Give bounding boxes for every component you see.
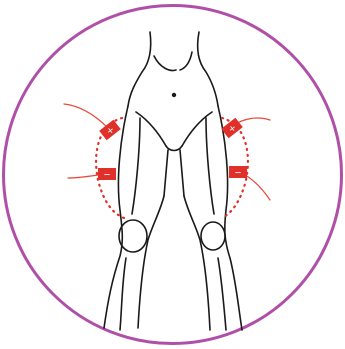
navel	[172, 93, 176, 97]
electrode-right-lower: −	[229, 166, 247, 179]
left-leg-inner	[138, 196, 164, 328]
electrode-wires	[64, 104, 270, 200]
right-knee	[201, 222, 225, 250]
right-leg-inner	[184, 196, 210, 330]
right-shin-line	[218, 258, 226, 330]
right-thigh-line	[206, 118, 214, 214]
right-leg-outer	[218, 106, 242, 330]
body-outline	[104, 32, 242, 330]
groin-line-right	[180, 150, 184, 196]
left-knee	[119, 220, 147, 252]
pelvis-right	[182, 112, 212, 146]
left-shin-line	[120, 258, 126, 330]
left-thigh-line	[132, 118, 140, 214]
torso-right-contour	[198, 32, 218, 106]
electrode-left-lower-sign: −	[103, 171, 111, 181]
electrode-left-lower: −	[98, 168, 116, 181]
torso-left-contour	[128, 32, 151, 106]
groin-line-left	[164, 150, 168, 196]
wire-left-upper	[64, 104, 108, 128]
torso-fold-right	[180, 52, 192, 70]
torso-fold-left	[154, 56, 176, 70]
circular-frame	[4, 6, 342, 344]
electrode-right-lower-sign: −	[234, 169, 242, 179]
